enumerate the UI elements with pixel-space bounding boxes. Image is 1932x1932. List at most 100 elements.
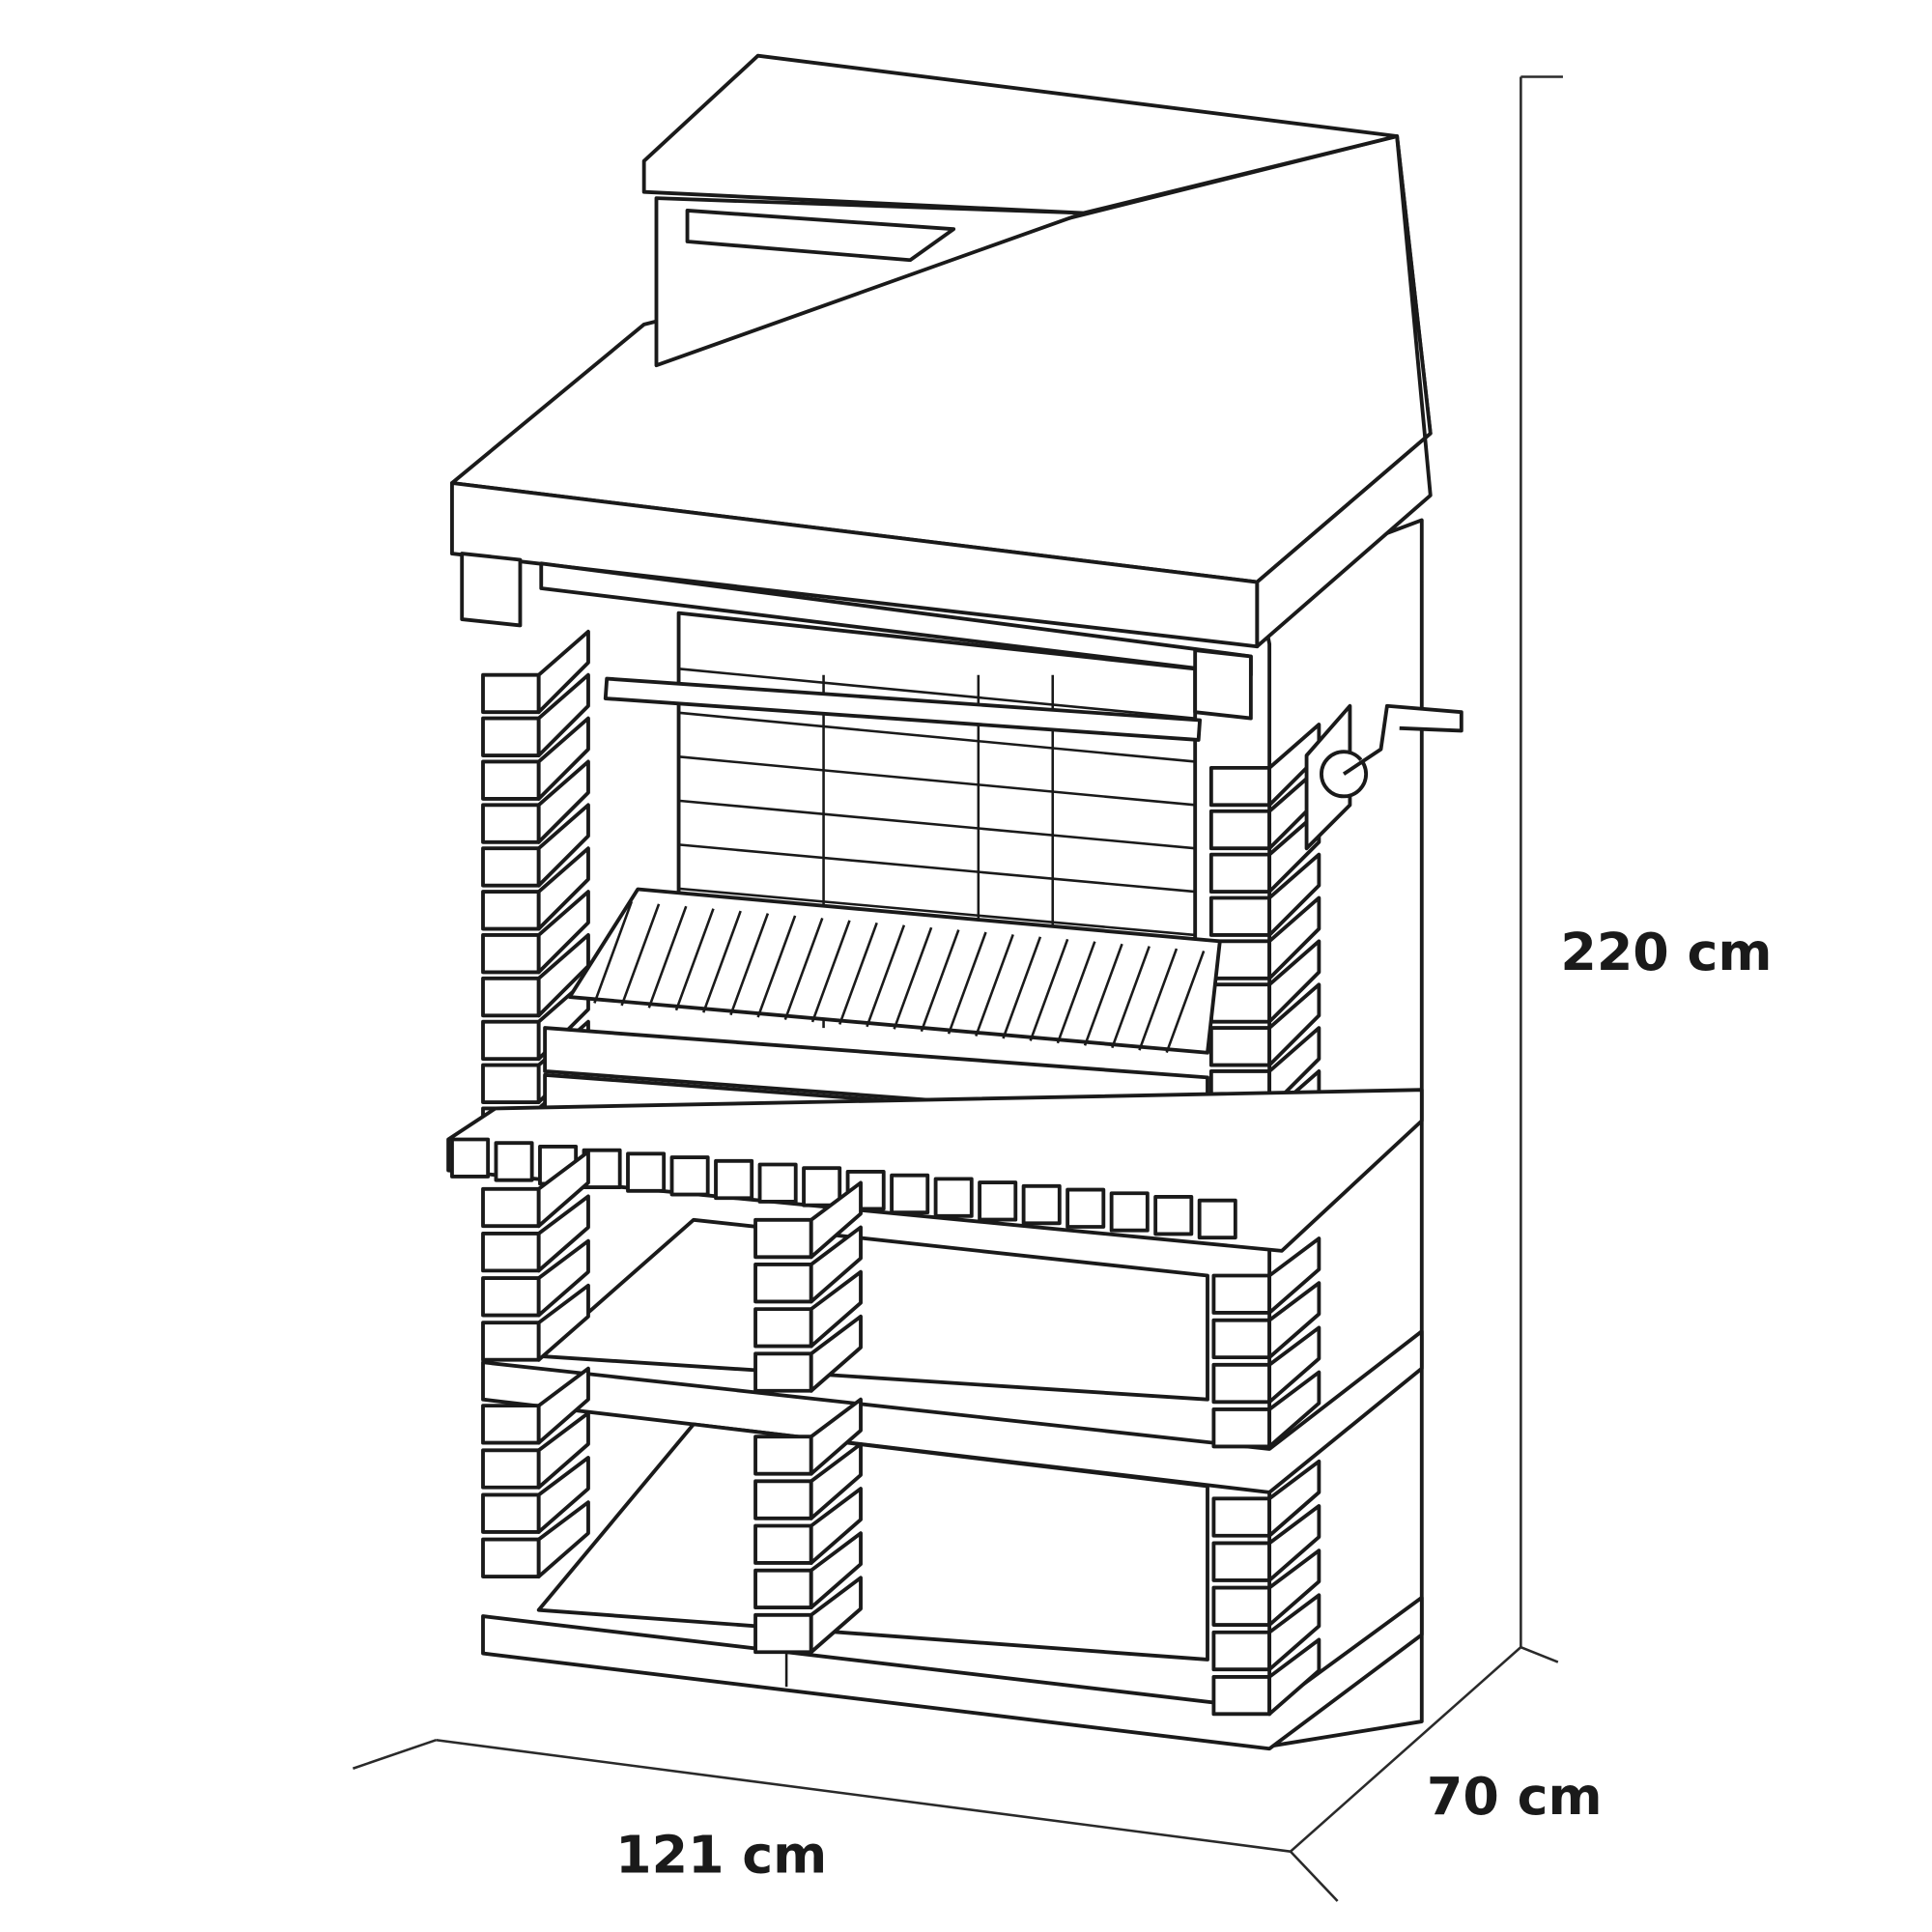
- grill-bar: [1111, 946, 1151, 1049]
- brick-side: [809, 1441, 863, 1520]
- grill-bar: [810, 920, 851, 1023]
- brick-side: [1267, 1281, 1321, 1360]
- brick: [1211, 1585, 1272, 1627]
- brick: [481, 846, 541, 888]
- counter-slat: [714, 1158, 754, 1201]
- brick: [753, 1568, 813, 1610]
- brick: [1208, 852, 1272, 895]
- brick: [1208, 765, 1272, 808]
- chimney-cap: [641, 53, 1400, 215]
- crank-handle: [1342, 703, 1463, 776]
- counter-slat: [1153, 1195, 1194, 1236]
- width-label: 121 cm: [615, 1824, 827, 1885]
- counter-slat: [933, 1177, 974, 1218]
- brick: [481, 933, 541, 975]
- brick-side: [1267, 1504, 1321, 1582]
- grill-bar: [893, 926, 933, 1030]
- grill-bar: [702, 910, 742, 1013]
- lower-cabinet-back: [536, 1422, 1209, 1662]
- brick-side: [536, 1410, 590, 1490]
- brick-side: [536, 1366, 590, 1445]
- brick: [481, 1321, 541, 1362]
- brick: [753, 1307, 813, 1349]
- brick: [1211, 1674, 1272, 1717]
- brick: [1208, 1026, 1272, 1067]
- brick-side: [536, 1194, 590, 1273]
- counter-slat: [802, 1166, 842, 1208]
- counter-slat: [626, 1151, 667, 1193]
- brick: [1208, 895, 1272, 937]
- middle-shelf: [481, 1329, 1424, 1494]
- grill-bar: [1138, 948, 1179, 1051]
- height-bottom-tick: [1520, 1645, 1559, 1663]
- brick-side: [1267, 895, 1321, 980]
- brick-side: [809, 1180, 863, 1260]
- counter-slat: [890, 1173, 930, 1215]
- grill-bar: [620, 903, 661, 1007]
- brick: [481, 1537, 541, 1578]
- brick-side: [1267, 852, 1321, 937]
- brick: [481, 1448, 541, 1490]
- left-hood-bracket: [460, 552, 523, 628]
- brick-side: [536, 759, 590, 844]
- brick-side: [1267, 1236, 1321, 1315]
- brick-joint: [678, 843, 1196, 894]
- brick-side: [809, 1531, 863, 1610]
- grill-bar: [866, 924, 906, 1028]
- brick-joint: [678, 799, 1196, 850]
- brick-side: [809, 1269, 863, 1349]
- brick: [1211, 1407, 1272, 1449]
- counter-slat: [978, 1180, 1018, 1222]
- width-left-tick: [352, 1739, 437, 1770]
- grill-bar: [838, 922, 878, 1025]
- brick-side: [809, 1487, 863, 1565]
- brick: [481, 1492, 541, 1534]
- brick: [481, 1276, 541, 1318]
- spit-rod: [603, 676, 1203, 742]
- brick-side: [536, 890, 590, 975]
- brick-side: [1267, 1548, 1321, 1627]
- brick-joint: [678, 668, 1196, 720]
- brick: [753, 1523, 813, 1565]
- grill-bar: [593, 900, 634, 1004]
- grill-bar: [1056, 941, 1096, 1044]
- brick: [481, 803, 541, 844]
- brick: [1211, 1496, 1272, 1538]
- brick: [481, 1404, 541, 1445]
- brick-pillars: [481, 629, 1321, 1198]
- chimney-opening: [685, 209, 956, 263]
- brick: [753, 1479, 813, 1520]
- upper-cabinet-back: [536, 1217, 1209, 1402]
- brick-side: [536, 672, 590, 757]
- brick: [753, 1217, 813, 1260]
- depth-label: 70 cm: [1427, 1766, 1603, 1827]
- brick: [481, 890, 541, 931]
- brick: [481, 672, 541, 715]
- height-label: 220 cm: [1560, 922, 1772, 982]
- grill-bar: [674, 908, 715, 1011]
- brick-joint: [678, 711, 1196, 763]
- grill-bar: [647, 905, 688, 1009]
- brick: [753, 1263, 813, 1304]
- counter-slat: [450, 1137, 491, 1179]
- brick: [1208, 809, 1272, 851]
- width-dimension-line: [436, 1739, 1292, 1853]
- brick-side: [536, 716, 590, 801]
- brick: [1211, 1541, 1272, 1582]
- brick-side: [1267, 939, 1321, 1024]
- grill-bar: [729, 913, 770, 1016]
- brick: [753, 1612, 813, 1655]
- brick: [753, 1351, 813, 1393]
- brick: [1208, 982, 1272, 1024]
- brick-side: [536, 1150, 590, 1229]
- brick: [481, 759, 541, 801]
- grill-bar: [1002, 936, 1042, 1039]
- brick-side: [809, 1225, 863, 1304]
- brick-side: [536, 1283, 590, 1362]
- brick-side: [1267, 1325, 1321, 1405]
- lower-brick-pillars: [481, 1150, 1321, 1717]
- brick: [481, 716, 541, 757]
- brick: [1211, 1362, 1272, 1405]
- brick-side: [1267, 1637, 1321, 1717]
